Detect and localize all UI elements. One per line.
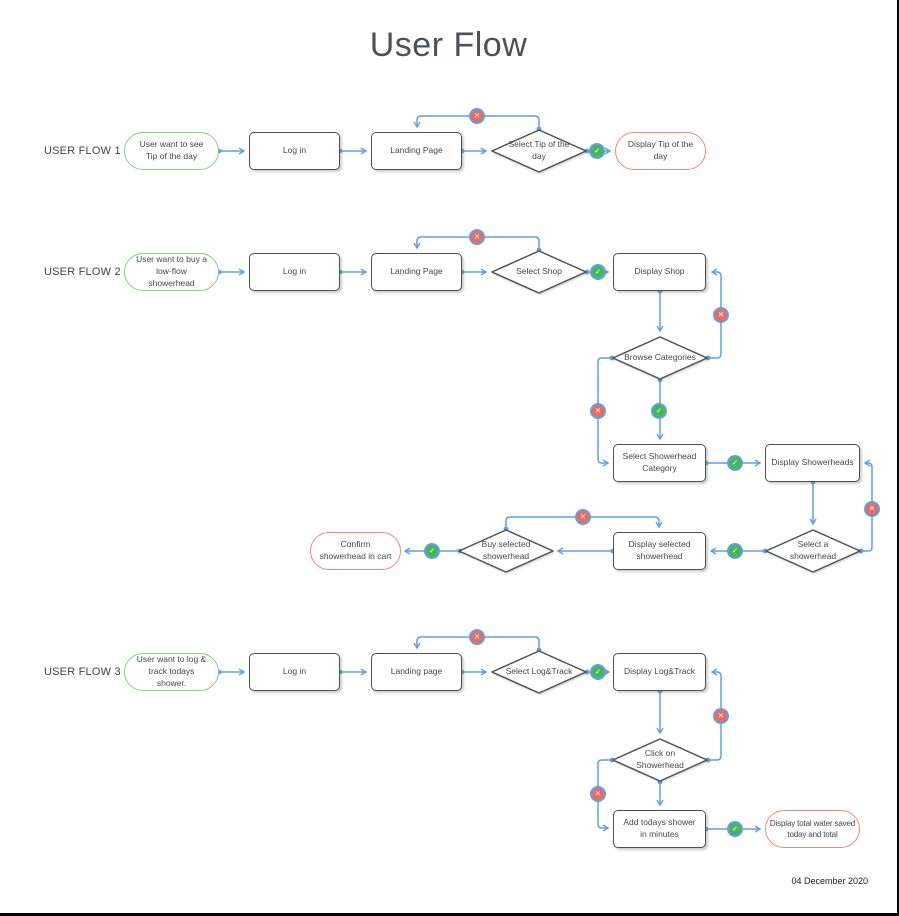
yes-icon[interactable]: ✓: [590, 264, 606, 280]
flow2-login-node[interactable]: Log in: [249, 253, 340, 291]
flow2-display-shop-node[interactable]: Display Shop: [613, 253, 706, 291]
flow2-decision-browse-node[interactable]: Browse Categories: [612, 336, 708, 380]
flow3-end-node[interactable]: Display total water saved today and tota…: [765, 810, 860, 848]
diamond-shape: [612, 738, 708, 782]
flow3-add-shower-node[interactable]: Add todays shower in minutes: [613, 810, 706, 848]
flow2-select-category-node[interactable]: Select Showerhead Category: [613, 444, 706, 482]
flow2-decision-select-node[interactable]: Select a showerhead: [765, 529, 861, 573]
no-icon[interactable]: ✕: [469, 229, 485, 245]
flow3-decision-logtrack-node[interactable]: Select Log&Track: [491, 650, 587, 694]
no-icon[interactable]: ✕: [713, 307, 729, 323]
decision-label: Select a showerhead: [789, 539, 837, 561]
diamond-shape: [491, 129, 587, 173]
yes-icon[interactable]: ✓: [727, 821, 743, 837]
diamond-shape: [491, 650, 587, 694]
flow3-decision-click-node[interactable]: Click on Showerhead: [612, 738, 708, 782]
no-icon[interactable]: ✕: [469, 629, 485, 645]
flow2-end-node[interactable]: Confirm showerhead in cart: [310, 532, 401, 570]
flow2-display-selected-node[interactable]: Display selected showerhead: [613, 532, 706, 570]
yes-icon[interactable]: ✓: [727, 543, 743, 559]
flow1-login-node[interactable]: Log in: [249, 132, 340, 170]
decision-label: Buy selected showerhead: [481, 539, 531, 561]
no-icon[interactable]: ✕: [713, 708, 729, 724]
flow3-login-node[interactable]: Log in: [249, 653, 340, 691]
flow2-landing-node[interactable]: Landing Page: [371, 253, 462, 291]
flow2-decision-buy-node[interactable]: Buy selected showerhead: [458, 529, 554, 573]
page-title: User Flow: [369, 26, 528, 64]
flow3-display-logtrack-node[interactable]: Display Log&Track: [613, 653, 706, 691]
flow1-start-node[interactable]: User want to see Tip of the day: [124, 132, 219, 170]
yes-icon[interactable]: ✓: [589, 143, 605, 159]
no-icon[interactable]: ✕: [469, 108, 485, 124]
decision-label: Select Log&Track: [505, 666, 573, 677]
decision-label: Click on Showerhead: [636, 748, 684, 770]
no-icon[interactable]: ✕: [864, 501, 880, 517]
flow2-label: USER FLOW 2: [44, 266, 121, 278]
no-icon[interactable]: ✕: [590, 786, 606, 802]
diamond-shape: [491, 250, 587, 294]
flow1-label: USER FLOW 1: [44, 145, 121, 157]
flow3-label: USER FLOW 3: [44, 666, 121, 678]
diamond-shape: [612, 336, 708, 380]
flow1-decision-node[interactable]: Select Tip of the day: [491, 129, 587, 173]
diamond-shape: [765, 529, 861, 573]
flow3-landing-node[interactable]: Landing page: [371, 653, 462, 691]
yes-icon[interactable]: ✓: [727, 455, 743, 471]
date-stamp: 04 December 2020: [791, 876, 868, 886]
yes-icon[interactable]: ✓: [651, 403, 667, 419]
diamond-shape: [458, 529, 554, 573]
flow1-end-node[interactable]: Display Tip of the day: [615, 132, 706, 170]
flow1-landing-node[interactable]: Landing Page: [371, 132, 462, 170]
yes-icon[interactable]: ✓: [424, 543, 440, 559]
decision-label: Select Shop: [516, 266, 562, 277]
decision-label: Select Tip of the day: [508, 139, 570, 161]
flow3-start-node[interactable]: User want to log & track todays shower.: [124, 653, 219, 691]
no-icon[interactable]: ✕: [575, 509, 591, 525]
no-icon[interactable]: ✕: [590, 403, 606, 419]
flow2-display-showerheads-node[interactable]: Display Showerheads: [765, 444, 860, 482]
yes-icon[interactable]: ✓: [590, 664, 606, 680]
flow2-decision-shop-node[interactable]: Select Shop: [491, 250, 587, 294]
flow2-start-node[interactable]: User want to buy a low-flow showerhead: [124, 253, 219, 291]
decision-label: Browse Categories: [624, 352, 696, 363]
